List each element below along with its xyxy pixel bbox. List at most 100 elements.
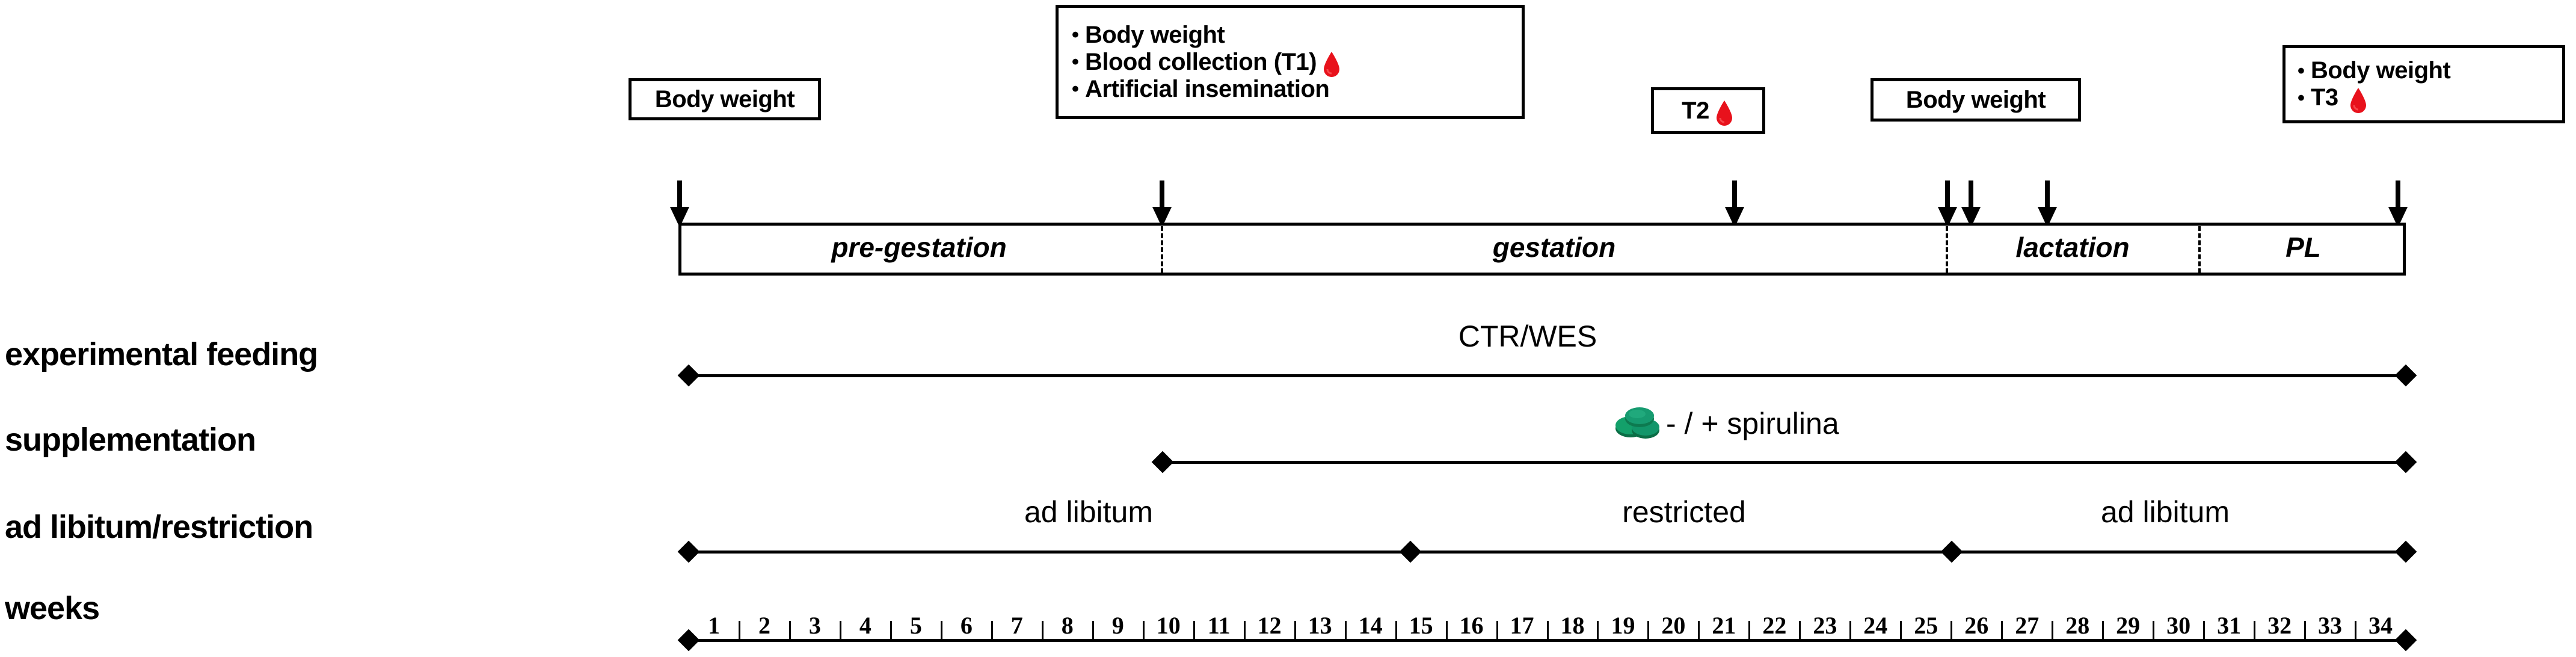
week-tick-mark — [1344, 621, 1347, 639]
row-label-weeks: weeks — [5, 590, 100, 626]
week-tick-mark — [1748, 621, 1751, 639]
week-tick-mark — [2001, 621, 2003, 639]
week-tick-label: 21 — [1712, 612, 1736, 639]
week-tick-mark — [1496, 621, 1498, 639]
row-line-experimental-feeding — [689, 374, 2406, 377]
week-tick-mark — [1243, 621, 1246, 639]
weeks-axis-line — [689, 639, 2406, 642]
bullet-icon: • — [1072, 78, 1079, 100]
week-tick-label: 26 — [1964, 612, 1989, 639]
segment-label-restricted: restricted — [1622, 495, 1746, 529]
week-tick-mark — [1849, 621, 1852, 639]
week-tick-mark — [1597, 621, 1599, 639]
week-tick-label: 11 — [1207, 612, 1231, 639]
row-divider-diamond — [1940, 540, 1963, 563]
bullet-icon: • — [2298, 86, 2305, 110]
bullet-icon: • — [2298, 59, 2305, 82]
week-tick-label: 28 — [2065, 612, 2090, 639]
week-tick-mark — [1041, 621, 1044, 639]
week-tick-label: 12 — [1257, 612, 1282, 639]
week-tick-mark — [1395, 621, 1397, 639]
row-endpoint-diamond — [2394, 540, 2417, 563]
week-tick-mark — [2254, 621, 2256, 639]
segment-label-ad-libitum-1: ad libitum — [1024, 495, 1153, 529]
callout-text: T3 — [2311, 84, 2338, 111]
phase-label-pre-gestation: pre-gestation — [831, 232, 1007, 263]
week-tick-mark — [1294, 621, 1296, 639]
row-label-ad-libitum-restriction: ad libitum/restriction — [5, 509, 313, 545]
week-tick-label: 1 — [707, 612, 720, 639]
week-tick-mark — [991, 621, 993, 639]
week-tick-mark — [2102, 621, 2104, 639]
callout-t3: • Body weight • T3 — [2282, 45, 2565, 123]
week-tick-label: 14 — [1358, 612, 1383, 639]
week-tick-mark — [1142, 621, 1145, 639]
week-tick-label: 30 — [2166, 612, 2191, 639]
week-tick-label: 10 — [1156, 612, 1181, 639]
row-endpoint-diamond — [1151, 451, 1174, 473]
row-line-ad-libitum-restriction — [689, 551, 2406, 554]
week-tick-label: 33 — [2318, 612, 2343, 639]
spirulina-pills-icon — [1611, 404, 1662, 444]
week-tick-mark — [890, 621, 892, 639]
callout-t1-insemination: • Body weight • Blood collection (T1) • … — [1056, 5, 1525, 119]
callout-line: • Blood collection (T1) — [1072, 48, 1508, 77]
arrow-body-weight-b — [1961, 180, 1981, 227]
bullet-icon: • — [1072, 23, 1079, 46]
arrow-body-weight-wk1 — [670, 180, 689, 227]
week-tick-label: 5 — [909, 612, 922, 639]
week-tick-label: 17 — [1510, 612, 1534, 639]
week-tick-label: 25 — [1914, 612, 1938, 639]
segment-label-ad-libitum-2: ad libitum — [2101, 495, 2230, 529]
week-tick-mark — [788, 621, 791, 639]
week-tick-label: 19 — [1611, 612, 1635, 639]
week-tick-label: 7 — [1010, 612, 1023, 639]
arrow-body-weight-a — [1938, 180, 1957, 227]
week-tick-label: 8 — [1061, 612, 1074, 639]
callout-text: T2 — [1682, 97, 1709, 124]
callout-line: Body weight — [655, 86, 795, 113]
callout-body-weight-week1: Body weight — [629, 78, 821, 120]
week-tick-mark — [1698, 621, 1700, 639]
week-tick-label: 34 — [2369, 612, 2393, 639]
arrow-lactation-end — [2038, 180, 2057, 227]
week-tick-label: 4 — [859, 612, 871, 639]
week-tick-label: 31 — [2217, 612, 2242, 639]
week-tick-label: 27 — [2015, 612, 2040, 639]
blood-drop-icon — [2348, 87, 2369, 114]
week-tick-label: 29 — [2116, 612, 2141, 639]
week-tick-label: 18 — [1560, 612, 1585, 639]
callout-line: • T3 — [2298, 84, 2550, 114]
phase-bar — [678, 223, 2406, 276]
week-tick-label: 15 — [1409, 612, 1433, 639]
segment-label-ctr-wes: CTR/WES — [1458, 319, 1597, 353]
phase-separator-lactation-pl — [2198, 226, 2201, 273]
week-tick-mark — [738, 621, 740, 639]
week-tick-mark — [1950, 621, 1953, 639]
callout-text: Body weight — [654, 85, 795, 113]
arrow-t3 — [2388, 180, 2408, 227]
week-tick-mark — [1647, 621, 1650, 639]
callout-text: Artificial insemination — [1085, 75, 1330, 102]
callout-line: • Body weight — [2298, 57, 2550, 84]
week-tick-mark — [940, 621, 942, 639]
week-tick-mark — [1092, 621, 1094, 639]
callout-text: Blood collection (T1) — [1085, 48, 1317, 75]
phase-separator-pregestation-gestation — [1161, 226, 1163, 273]
week-tick-label: 23 — [1813, 612, 1837, 639]
row-endpoint-diamond — [2394, 364, 2417, 387]
week-tick-label: 6 — [960, 612, 973, 639]
phase-separator-gestation-lactation — [1946, 226, 1948, 273]
week-tick-mark — [2052, 621, 2054, 639]
week-tick-label: 13 — [1308, 612, 1332, 639]
week-tick-label: 16 — [1459, 612, 1484, 639]
callout-text: Body weight — [1905, 86, 2046, 113]
week-tick-mark — [1445, 621, 1448, 639]
row-divider-diamond — [1399, 540, 1422, 563]
row-endpoint-diamond — [2394, 451, 2417, 473]
week-tick-mark — [2355, 621, 2357, 639]
week-tick-mark — [2304, 621, 2307, 639]
arrow-t1-insemination — [1152, 180, 1172, 227]
row-label-experimental-feeding: experimental feeding — [5, 336, 318, 372]
callout-line: • Body weight — [1072, 22, 1508, 49]
